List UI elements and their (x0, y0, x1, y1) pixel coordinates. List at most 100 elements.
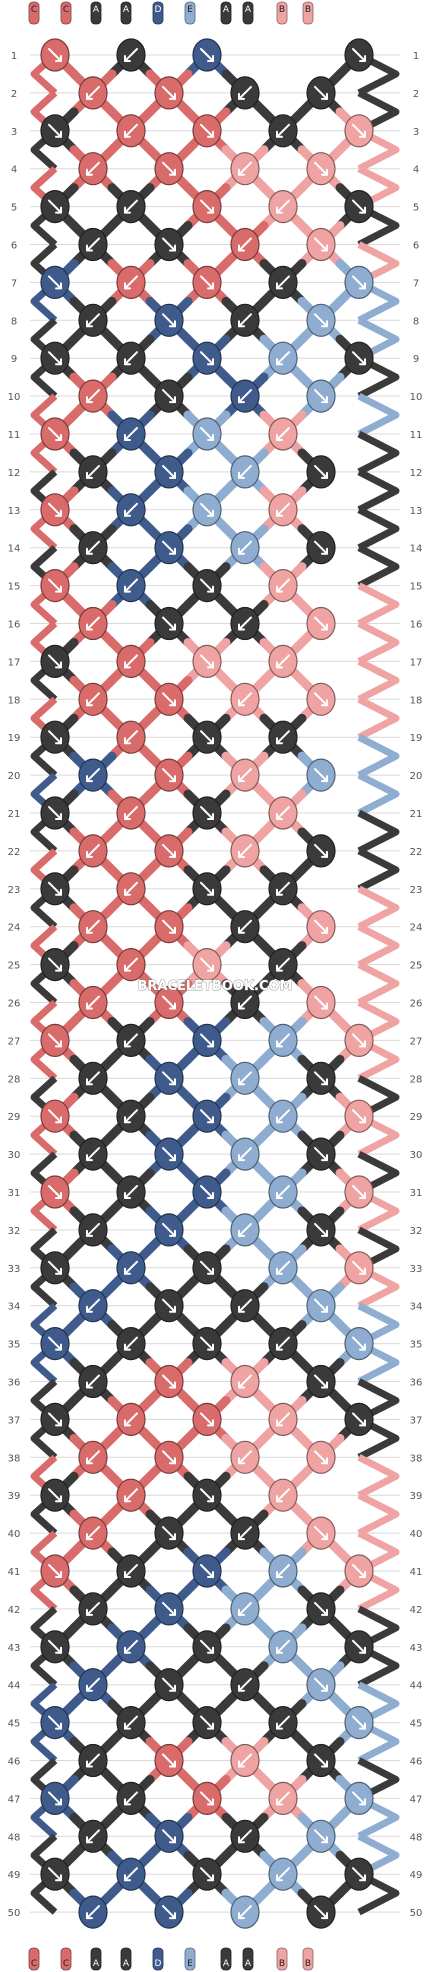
knot-arrow-icon (276, 123, 290, 138)
edge-strand-right (357, 430, 400, 476)
knot-arrow-icon (86, 1753, 100, 1768)
knot-arrow-head-icon (207, 206, 214, 214)
knot-arrow-head-icon (55, 1419, 62, 1427)
knot-arrow-head-icon (321, 1608, 328, 1616)
knot-arrow-head-icon (169, 1229, 176, 1237)
knot-arrow-head-icon (321, 623, 328, 631)
row-number-right: 30 (410, 1150, 423, 1161)
knot-arrow-icon (352, 1867, 366, 1882)
knot-arrow-icon (124, 123, 138, 138)
knot-arrow-head-icon (321, 1229, 328, 1237)
knot-arrow-head-icon (276, 1722, 283, 1730)
knot-arrow-icon (86, 1450, 100, 1465)
knot-arrow-icon (314, 1829, 328, 1844)
knot-arrow-head-icon (238, 320, 245, 328)
knot-arrow-head-icon (86, 775, 93, 783)
row-number-left: 34 (8, 1302, 21, 1313)
knot-arrow-icon (124, 427, 138, 441)
row-number-right: 26 (410, 999, 423, 1010)
knot-arrow-head-icon (276, 1343, 283, 1351)
strand-tab-bottom (152, 1947, 164, 1971)
strand-letter: A (93, 1959, 100, 1969)
knot-arrow-icon (162, 1829, 176, 1844)
strand-letter: B (305, 1959, 311, 1969)
knot-arrow-icon (200, 123, 214, 138)
edge-strand-right (357, 923, 400, 968)
knot-arrow-icon (86, 768, 100, 783)
knot-arrow-icon (238, 1601, 252, 1616)
knot-arrow-head-icon (321, 1836, 328, 1844)
knot-arrow-head-icon (207, 964, 214, 972)
strand-tab-top (90, 1, 102, 25)
knot-arrow-icon (200, 1412, 214, 1427)
knot-arrow-icon (238, 1071, 252, 1086)
knot-arrow-icon (48, 881, 62, 896)
knot-arrow-head-icon (359, 1343, 366, 1351)
knot-arrow-head-icon (169, 623, 176, 631)
knot-arrow-head-icon (276, 1419, 283, 1427)
strand-tab-bottom (28, 1947, 40, 1971)
knot-arrow-head-icon (276, 1646, 283, 1654)
knot-arrow-icon (124, 1185, 138, 1199)
edge-strand-right (357, 658, 400, 703)
knot-arrow-icon (124, 1033, 138, 1048)
knot-arrow-head-icon (124, 1192, 131, 1199)
row-number-right: 47 (410, 1794, 423, 1805)
knot-arrow-icon (238, 1829, 252, 1844)
row-number-left: 26 (8, 999, 21, 1010)
row-number-right: 6 (413, 241, 419, 252)
knot-arrow-icon (314, 919, 328, 934)
knot-arrow-head-icon (276, 1267, 283, 1275)
knot-arrow-head-icon (359, 130, 366, 138)
row-number-right: 25 (410, 961, 423, 972)
knot-arrow-head-icon (55, 509, 62, 517)
knot-arrow-icon (200, 1488, 214, 1503)
knot-arrow-head-icon (124, 1419, 131, 1427)
knot-arrow-icon (48, 730, 62, 745)
knot-arrow-head-icon (86, 1002, 93, 1010)
knot-arrow-head-icon (238, 1836, 245, 1844)
row-number-right: 2 (413, 89, 419, 100)
knot-arrow-icon (238, 919, 252, 934)
knot-arrow-icon (200, 427, 214, 441)
knot-arrow-head-icon (276, 1874, 283, 1882)
row-number-left: 41 (8, 1567, 21, 1578)
knot-grid (40, 38, 374, 1929)
knot-arrow-icon (86, 1374, 100, 1389)
knot-arrow-icon (162, 161, 176, 176)
strand-tab-top (184, 1, 196, 25)
knot-arrow-head-icon (124, 1874, 131, 1882)
knot-arrow-icon (276, 730, 290, 745)
knot-arrow-icon (238, 616, 252, 631)
knot-arrow-head-icon (238, 1912, 245, 1920)
knot-arrow-icon (238, 1298, 252, 1313)
knot-arrow-icon (124, 48, 138, 62)
row-number-left: 15 (8, 582, 21, 593)
knot-arrow-icon (276, 957, 290, 972)
knot-arrow-head-icon (55, 1343, 62, 1351)
knot-arrow-icon (48, 1867, 62, 1882)
knot-arrow-icon (352, 1564, 366, 1578)
knot-arrow-icon (86, 692, 100, 707)
row-number-left: 37 (8, 1415, 21, 1426)
knot-arrow-icon (86, 919, 100, 934)
knot-arrow-icon (200, 1867, 214, 1882)
knot-arrow-icon (314, 1374, 328, 1389)
knot-arrow-icon (200, 881, 214, 896)
strand-tab-top (276, 1, 288, 25)
strand-letter: D (155, 1959, 162, 1969)
knot-arrow-icon (162, 540, 176, 555)
knot-arrow-icon (86, 616, 100, 631)
knot-arrow-icon (352, 275, 366, 290)
knot-arrow-icon (276, 1260, 290, 1275)
strand-letter: E (187, 1959, 193, 1969)
strand-letter: C (31, 1959, 37, 1969)
row-number-left: 35 (8, 1340, 21, 1351)
row-number-right: 24 (410, 923, 423, 934)
knot-arrow-icon (314, 464, 328, 479)
knot-arrow-head-icon (276, 282, 283, 290)
knot-arrow-head-icon (55, 1116, 62, 1124)
knot-arrow-head-icon (86, 623, 93, 631)
